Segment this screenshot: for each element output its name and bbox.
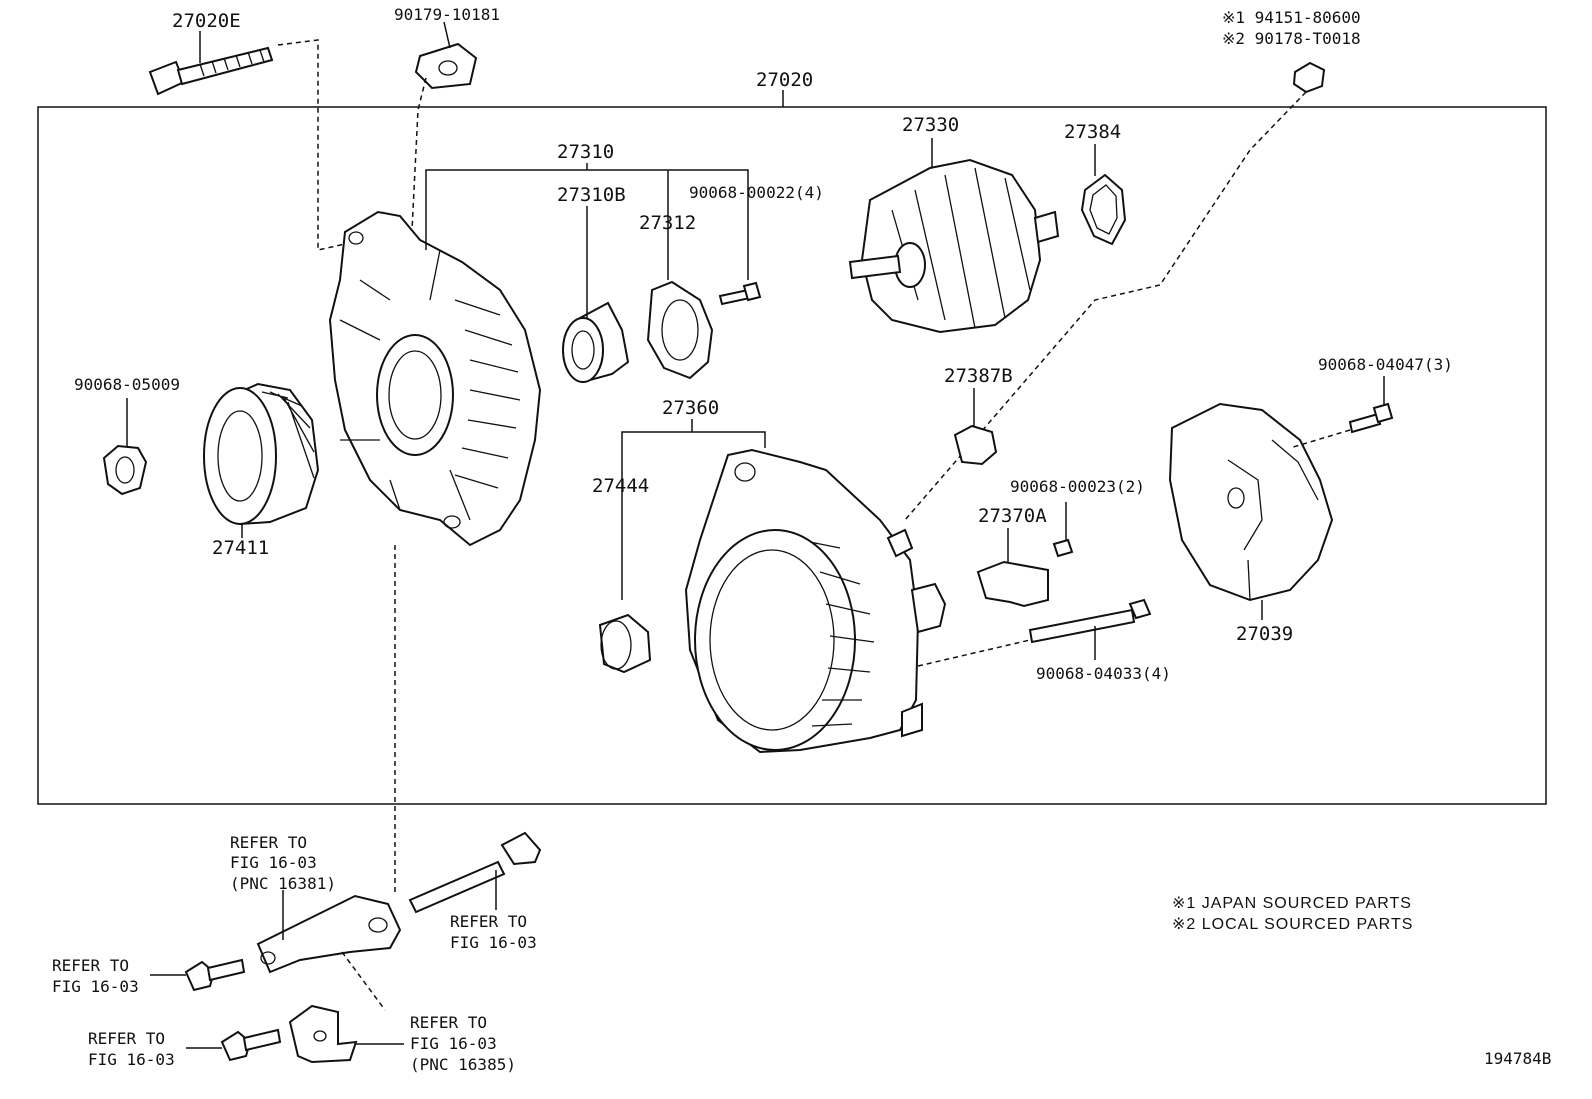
screw-90068-00022-icon[interactable] — [718, 281, 762, 306]
bolt-27020e-icon[interactable] — [148, 46, 274, 96]
label-27387b[interactable]: 27387B — [944, 365, 1013, 387]
rear-cover-27039-icon[interactable] — [1168, 402, 1334, 602]
bolt-90068-04033-icon[interactable] — [1028, 598, 1152, 644]
clip-90179-icon[interactable] — [414, 42, 478, 90]
brush-holder-27370a-icon[interactable] — [976, 560, 1049, 608]
bolt-left-lower-icon[interactable] — [220, 1028, 282, 1062]
diagram-id: 194784B — [1484, 1049, 1551, 1068]
label-note-ref2[interactable]: ※2 90178-T0018 — [1222, 29, 1361, 48]
rotor-27330-icon[interactable] — [848, 158, 1060, 334]
screw-90068-00023-icon[interactable] — [1052, 538, 1074, 558]
bolt-left-upper-icon[interactable] — [184, 958, 246, 992]
drive-end-frame-icon[interactable] — [328, 210, 542, 547]
label-90068-00023[interactable]: 90068-00023(2) — [1010, 477, 1145, 496]
label-27310[interactable]: 27310 — [557, 141, 614, 163]
legend-japan-sourced: ※1 JAPAN SOURCED PARTS — [1172, 895, 1412, 912]
refer-note-1-line3: (PNC 16381) — [230, 874, 336, 893]
pulley-27411-icon[interactable] — [203, 382, 320, 526]
label-27310b[interactable]: 27310B — [557, 184, 626, 206]
label-27020e[interactable]: 27020E — [172, 10, 241, 32]
label-27444[interactable]: 27444 — [592, 475, 649, 497]
screw-90068-04047-icon[interactable] — [1348, 402, 1394, 434]
refer-note-1-line2: FIG 16-03 — [230, 853, 317, 872]
refer-note-5-line1: REFER TO — [410, 1013, 487, 1032]
refer-note-5-line3: (PNC 16385) — [410, 1055, 516, 1074]
label-90179-10181[interactable]: 90179-10181 — [394, 5, 500, 24]
label-27411[interactable]: 27411 — [212, 537, 269, 559]
ring-27384-icon[interactable] — [1080, 173, 1127, 246]
label-27370a[interactable]: 27370A — [978, 505, 1047, 527]
label-27360[interactable]: 27360 — [662, 397, 719, 419]
label-note-ref1[interactable]: ※1 94151-80600 — [1222, 8, 1361, 27]
label-90068-00022[interactable]: 90068-00022(4) — [689, 183, 824, 202]
refer-note-5-line2: FIG 16-03 — [410, 1034, 497, 1053]
bracket-lower-icon[interactable] — [288, 1004, 358, 1064]
refer-note-4-line2: FIG 16-03 — [88, 1050, 175, 1069]
retainer-27312-icon[interactable] — [646, 280, 714, 380]
refer-note-3-line2: FIG 16-03 — [52, 977, 139, 996]
adjusting-bar-icon[interactable] — [256, 894, 402, 974]
label-90068-05009[interactable]: 90068-05009 — [74, 375, 180, 394]
label-27330[interactable]: 27330 — [902, 114, 959, 136]
label-90068-04033[interactable]: 90068-04033(4) — [1036, 664, 1171, 683]
bearing-27310b-icon[interactable] — [562, 301, 630, 383]
refer-note-2-line2: FIG 16-03 — [450, 933, 537, 952]
label-27384[interactable]: 27384 — [1064, 121, 1121, 143]
assembly-frame — [37, 106, 1547, 805]
label-27312[interactable]: 27312 — [639, 212, 696, 234]
nut-90068-05009-icon[interactable] — [102, 444, 148, 496]
label-27039[interactable]: 27039 — [1236, 623, 1293, 645]
bushing-27444-icon[interactable] — [598, 613, 652, 674]
refer-note-2-line1: REFER TO — [450, 912, 527, 931]
insulator-27387b-icon[interactable] — [953, 424, 998, 466]
refer-note-4-line1: REFER TO — [88, 1029, 165, 1048]
long-bolt-icon[interactable] — [408, 831, 542, 914]
rectifier-end-frame-icon[interactable] — [684, 448, 947, 754]
label-27020[interactable]: 27020 — [756, 69, 813, 91]
refer-note-1-line1: REFER TO — [230, 833, 307, 852]
legend-local-sourced: ※2 LOCAL SOURCED PARTS — [1172, 916, 1413, 933]
refer-note-3-line1: REFER TO — [52, 956, 129, 975]
cap-nut-icon[interactable] — [1292, 61, 1326, 94]
label-90068-04047[interactable]: 90068-04047(3) — [1318, 355, 1453, 374]
